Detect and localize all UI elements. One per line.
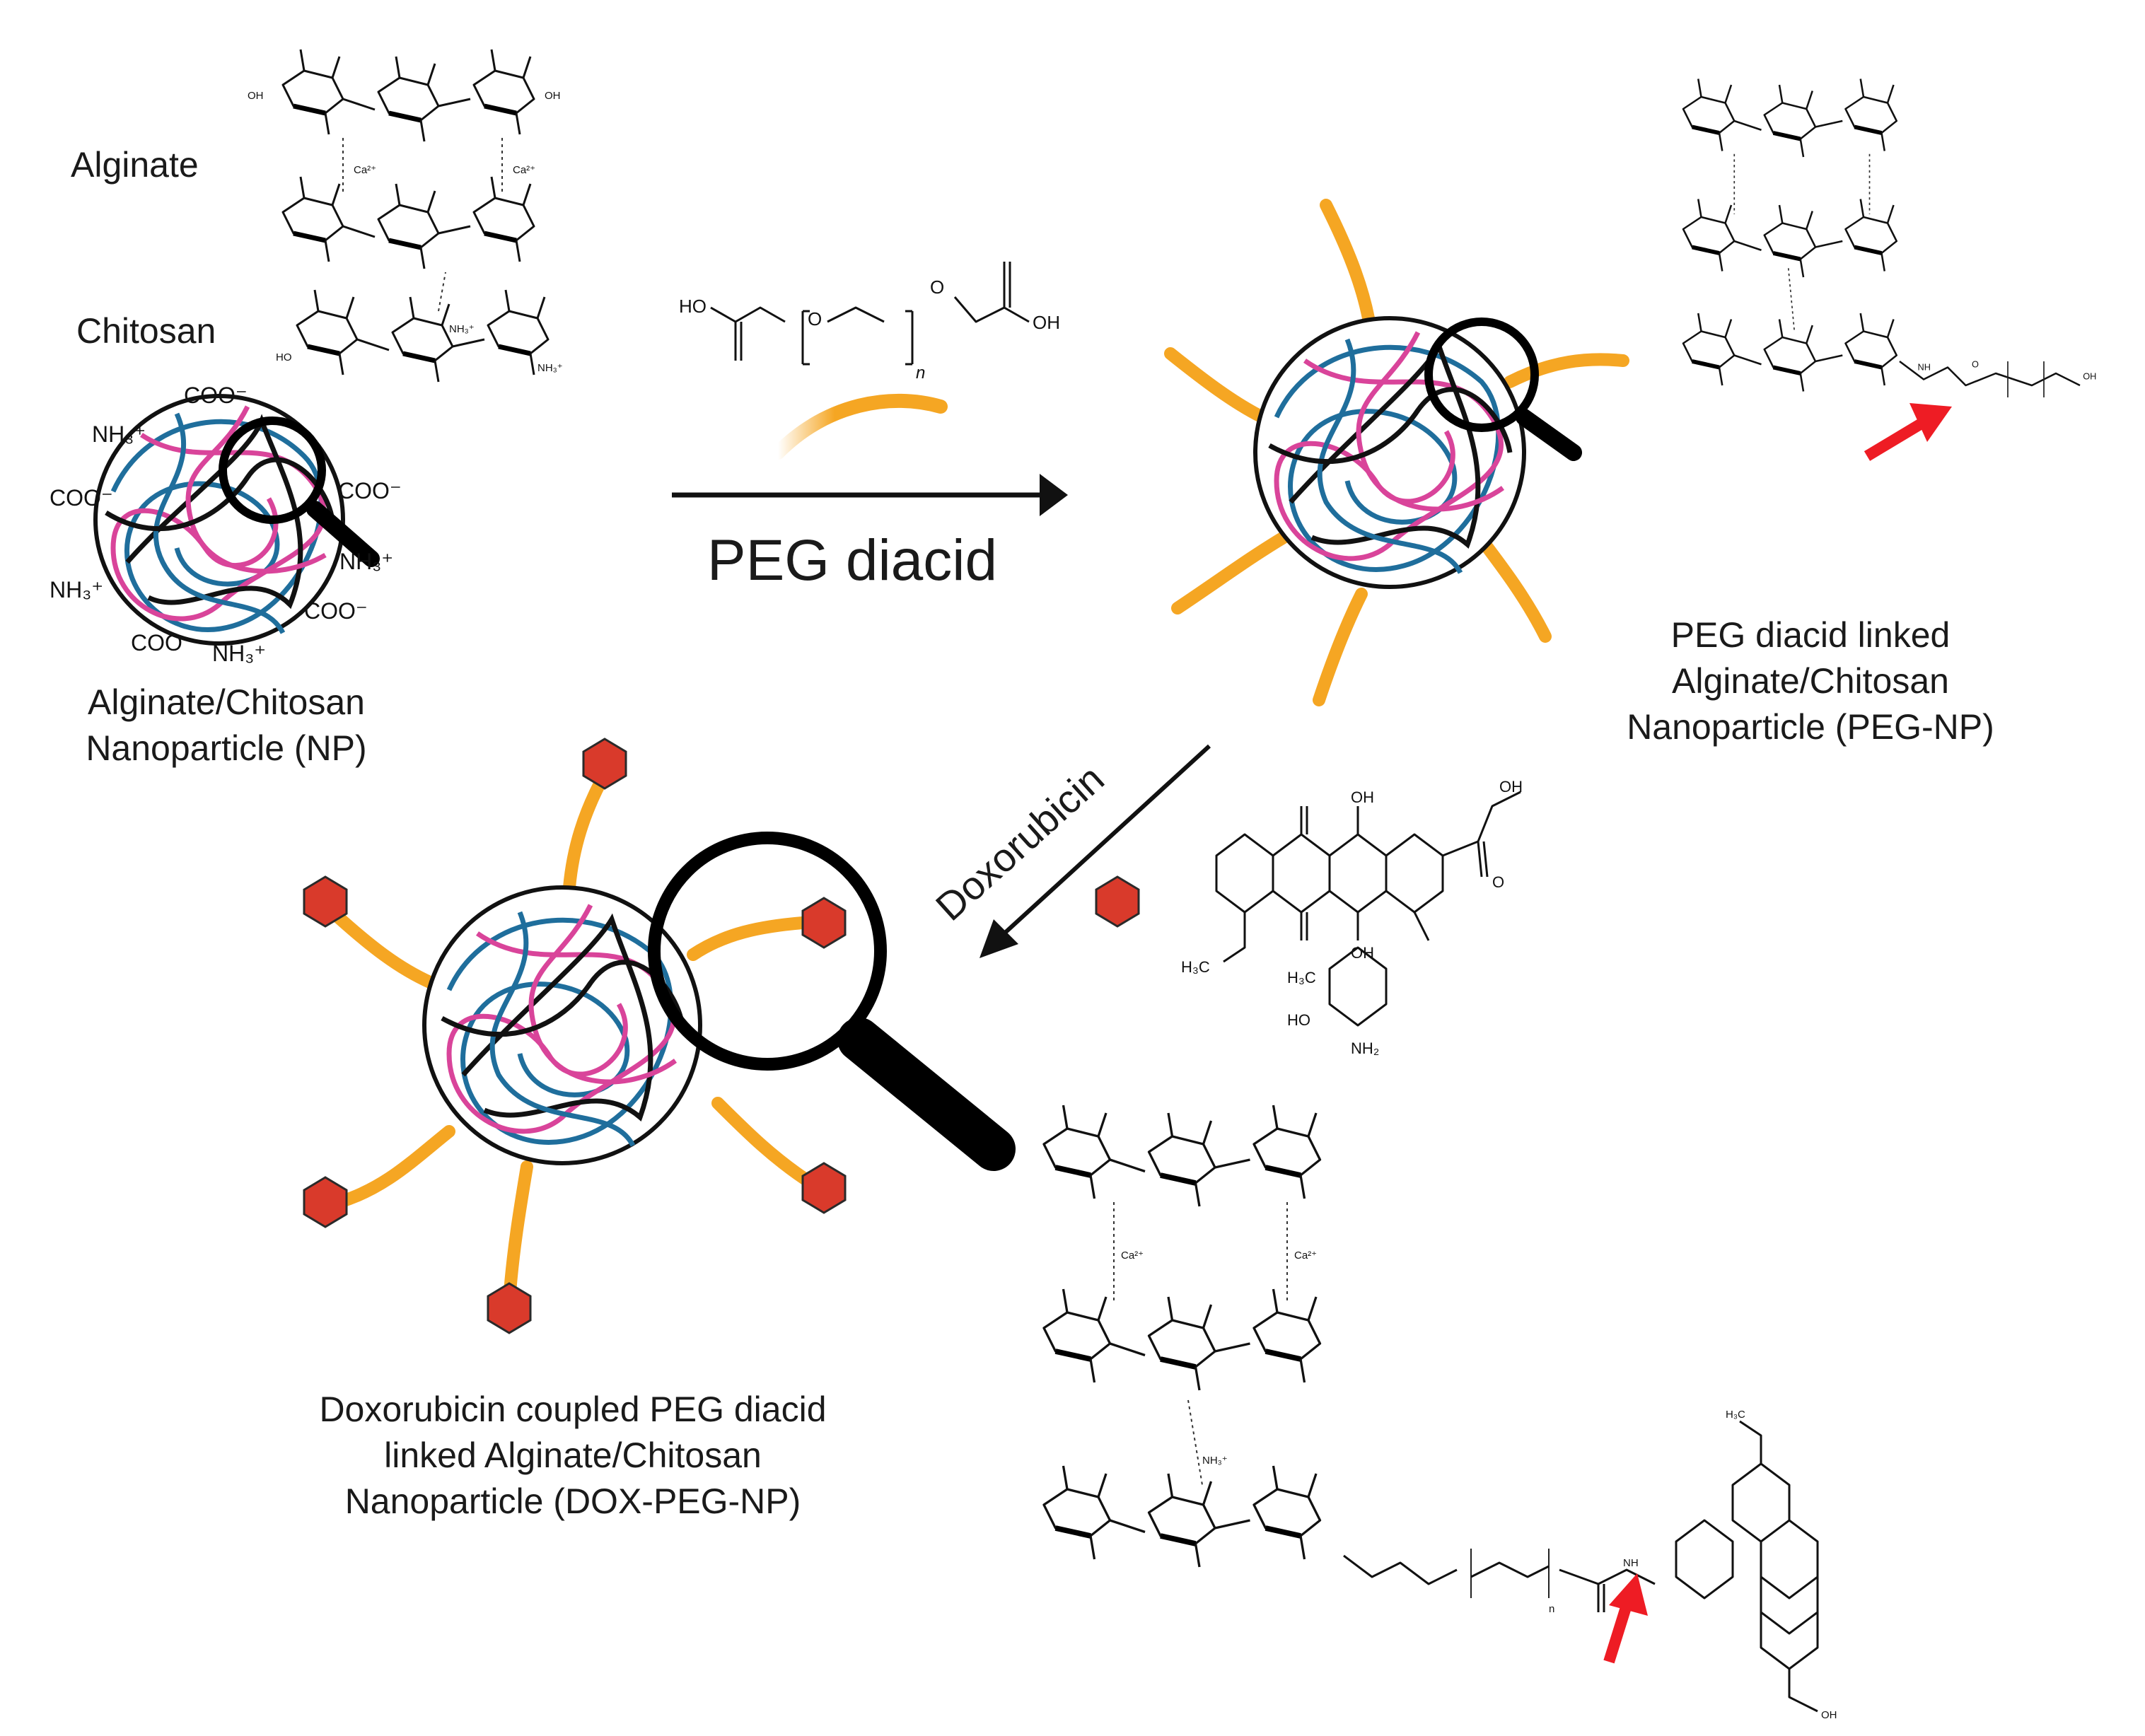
peg-strand-icon	[771, 393, 948, 460]
pegnp-label-line3: Nanoparticle (PEG-NP)	[1627, 707, 1994, 747]
ca-ion-1: Ca²⁺	[354, 164, 376, 176]
ca-ion-2: Ca²⁺	[513, 164, 535, 176]
doxnp-h3c: H₃C	[1726, 1409, 1745, 1421]
nanoparticle-np	[93, 394, 380, 646]
surface-coo-3: COO⁻	[338, 478, 402, 503]
peg-o2: O	[930, 276, 944, 298]
reaction-arrow-icon	[672, 474, 1068, 516]
surface-nh-4: NH₃⁺	[212, 641, 266, 666]
highlight-arrow-icon	[1864, 403, 1952, 461]
doxnp-n: n	[1549, 1603, 1554, 1615]
dox-oh-3: OH	[1499, 778, 1523, 796]
dox-o: O	[1492, 873, 1504, 891]
highlight-arrow-icon	[1603, 1573, 1648, 1664]
magnifier-icon	[648, 832, 1016, 1171]
drug-hexagon-icon	[801, 897, 847, 949]
peg-diacid-label: PEG diacid	[707, 528, 997, 593]
doxorubicin-label: Doxorubicin	[927, 756, 1112, 929]
surface-coo-4: COO⁻	[304, 598, 368, 624]
surface-coo-5: COO⁻	[131, 630, 194, 656]
drug-hexagon-icon	[801, 1162, 847, 1214]
pegnp-o: O	[1972, 359, 1979, 370]
np-label-line2: Nanoparticle (NP)	[86, 728, 366, 768]
drug-hexagon-icon	[1095, 875, 1140, 928]
surface-nh-2: NH₃⁺	[339, 549, 393, 574]
peg-oh: OH	[1033, 312, 1060, 333]
peg-n: n	[916, 363, 925, 383]
alginate-label: Alginate	[71, 145, 199, 185]
surface-nh-1: NH₃⁺	[92, 421, 146, 447]
chitosan-label: Chitosan	[76, 311, 216, 351]
doxorubicin-structure: OH OH OH O H₃C H₃C HO NH₂	[1181, 778, 1523, 1057]
oh-group-1: OH	[248, 90, 264, 102]
doxnp-label-line2: linked Alginate/Chitosan	[384, 1435, 762, 1475]
doxorubicin-arrow-icon	[980, 744, 1211, 958]
peg-o1: O	[808, 308, 822, 330]
doxnp-label-line3: Nanoparticle (DOX-PEG-NP)	[345, 1481, 801, 1521]
dox-h3c-2: H₃C	[1287, 969, 1316, 986]
peg-ho: HO	[679, 296, 707, 317]
drug-hexagon-icon	[582, 738, 627, 790]
surface-coo-1: COO⁻	[184, 383, 248, 408]
pegnp-structure: NH O OH	[1683, 79, 2096, 398]
doxnp-structure: Ca²⁺ Ca²⁺ NH₃⁺ n NH H₃C OH	[1044, 1105, 1837, 1721]
surface-coo-2: COO⁻	[50, 485, 113, 511]
doxnp-ca-1: Ca²⁺	[1121, 1249, 1144, 1262]
magnifier-icon	[219, 416, 380, 567]
pegnp-label-line2: Alginate/Chitosan	[1672, 661, 1949, 701]
ho-group: HO	[276, 351, 292, 363]
doxnp-oh: OH	[1821, 1709, 1837, 1721]
np-label-line1: Alginate/Chitosan	[88, 682, 365, 722]
peg-diacid-formula: HO O n O OH	[679, 262, 1060, 383]
peg-nanoparticle	[1164, 199, 1629, 706]
pegnp-label-line1: PEG diacid linked	[1671, 615, 1951, 655]
doxnp-nh3: NH₃⁺	[1202, 1455, 1228, 1467]
dox-oh-1: OH	[1351, 788, 1374, 806]
doxnp-ca-2: Ca²⁺	[1294, 1249, 1317, 1262]
oh-group-2: OH	[545, 90, 561, 102]
doxnp-label-line1: Doxorubicin coupled PEG diacid	[319, 1390, 826, 1429]
dox-nh2: NH₂	[1351, 1039, 1379, 1057]
dox-peg-nanoparticle	[303, 738, 847, 1334]
dox-ho: HO	[1287, 1011, 1310, 1029]
nh3-group-2: NH₃⁺	[537, 362, 563, 374]
alginate-structure: Ca²⁺ Ca²⁺ OH OH	[248, 49, 561, 269]
dox-h3c: H₃C	[1181, 958, 1210, 976]
surface-nh-3: NH₃⁺	[50, 577, 103, 602]
drug-hexagon-icon	[303, 1176, 348, 1228]
pegnp-nh: NH	[1918, 362, 1931, 373]
nh3-group: NH₃⁺	[449, 323, 475, 335]
doxnp-nh: NH	[1623, 1557, 1639, 1569]
dox-oh-2: OH	[1351, 944, 1374, 962]
pegnp-oh: OH	[2083, 371, 2096, 382]
chitosan-structure: NH₃⁺ HO NH₃⁺	[276, 272, 563, 382]
drug-hexagon-icon	[487, 1282, 532, 1334]
magnifier-icon	[1424, 318, 1582, 461]
